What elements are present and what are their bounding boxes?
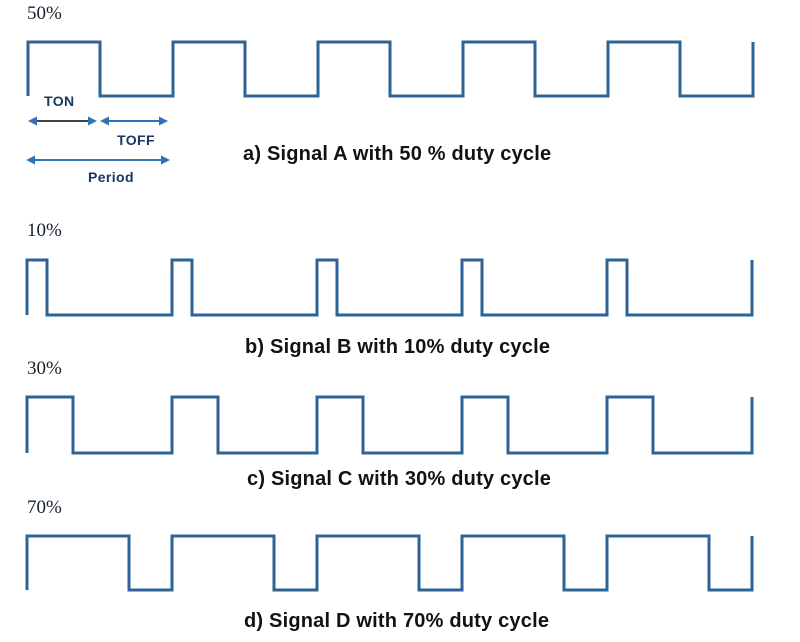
ton-label: TON	[44, 93, 75, 109]
signal-d-caption: d) Signal D with 70% duty cycle	[244, 610, 550, 632]
signal-a-waveform	[26, 40, 755, 98]
ton-arrow-left-arrowhead-icon	[28, 116, 37, 126]
signal-b-waveform	[25, 258, 754, 317]
toff-arrow-right-arrowhead-icon	[159, 116, 168, 126]
ton-arrow-right-arrowhead-icon	[88, 116, 97, 126]
toff-arrow-left-arrowhead-icon	[100, 116, 109, 126]
period-arrow-right-arrowhead-icon	[161, 155, 170, 165]
toff-label: TOFF	[117, 132, 155, 148]
period-label: Period	[88, 169, 134, 185]
signal-a-duty-label: 50%	[27, 3, 62, 24]
signal-c-caption: c) Signal C with 30% duty cycle	[247, 468, 552, 490]
period-arrow-left-arrowhead-icon	[26, 155, 35, 165]
signal-c-waveform	[25, 395, 754, 455]
signal-d-waveform	[25, 534, 754, 592]
signal-b-duty-label: 10%	[27, 220, 62, 241]
signal-d-duty-label: 70%	[27, 497, 62, 518]
signal-c-duty-label: 30%	[27, 358, 62, 379]
signal-a-caption: a) Signal A with 50 % duty cycle	[243, 143, 552, 165]
signal-b-caption: b) Signal B with 10% duty cycle	[245, 336, 551, 358]
